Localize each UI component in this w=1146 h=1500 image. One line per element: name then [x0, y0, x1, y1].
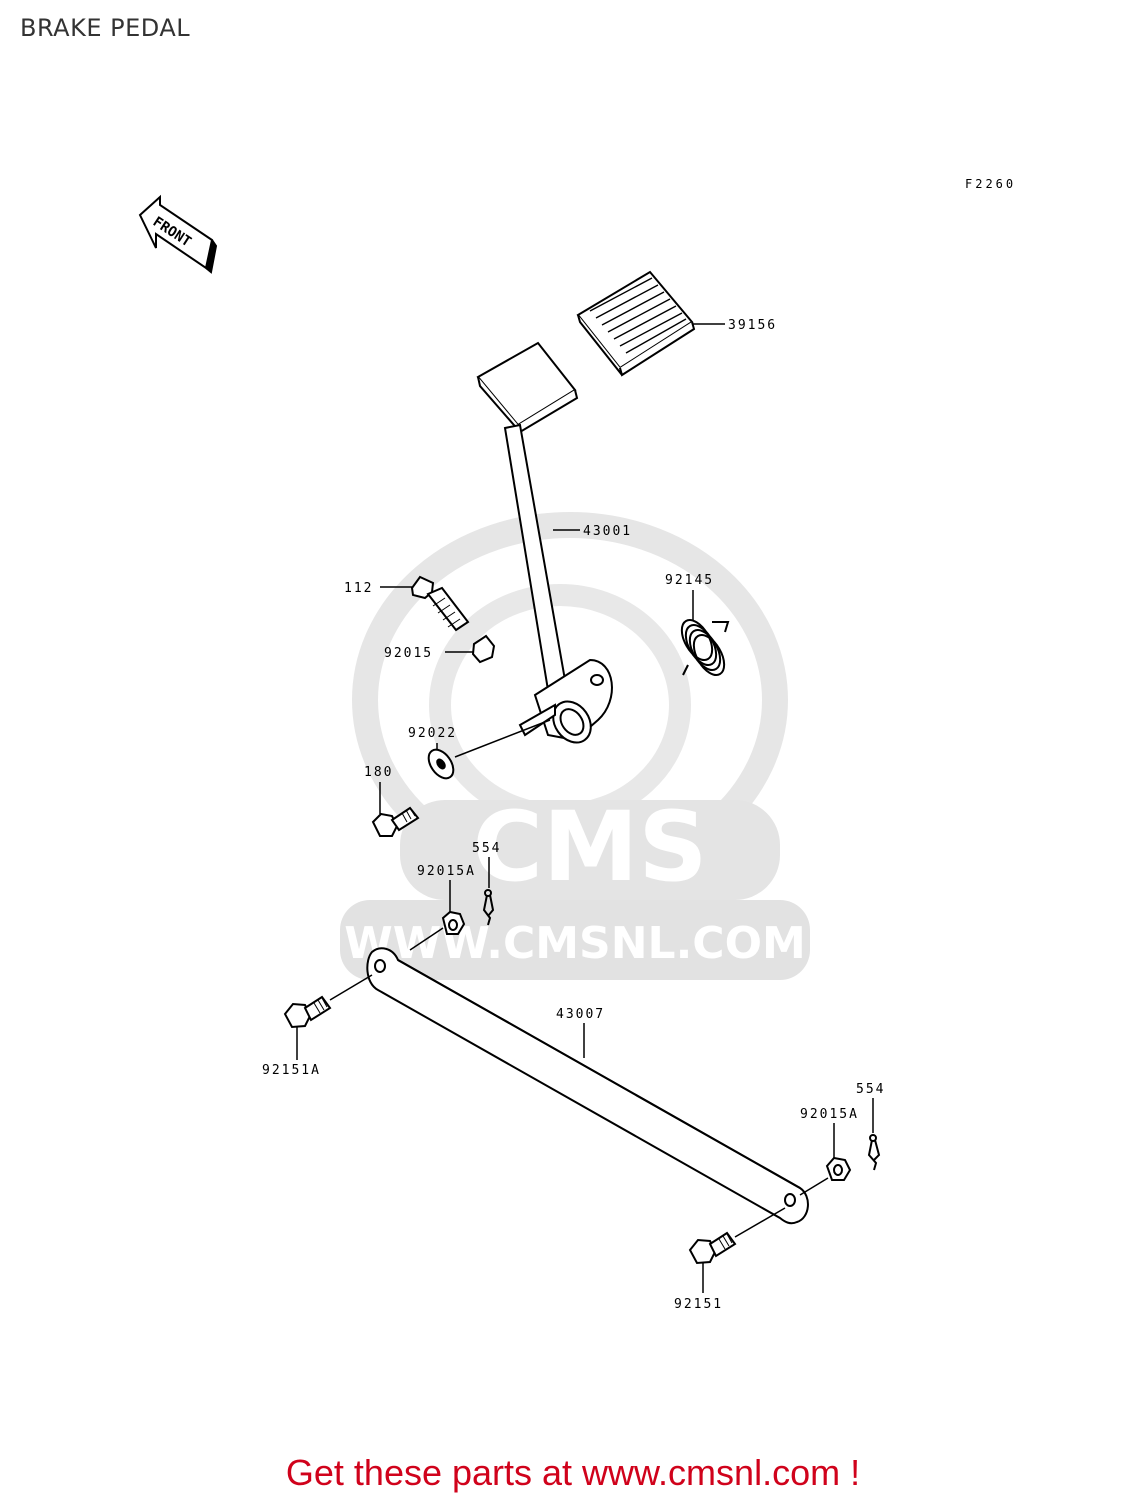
label-112: 112 — [344, 581, 373, 596]
bolt-112 — [410, 575, 470, 632]
watermark-brand: CMS — [472, 791, 707, 903]
page-title: BRAKE PEDAL — [20, 14, 191, 42]
label-39156: 39156 — [728, 318, 777, 333]
label-180: 180 — [364, 765, 393, 780]
spring-92145 — [680, 619, 730, 676]
pedal-rubber — [576, 270, 696, 377]
label-92151: 92151 — [674, 1297, 723, 1312]
label-92015: 92015 — [384, 646, 433, 661]
washer-92022 — [427, 748, 455, 780]
bolt-92151A — [283, 995, 332, 1029]
label-92015A-bottom: 92015A — [800, 1107, 859, 1122]
watermark-url: WWW.CMSNL.COM — [344, 918, 806, 969]
label-92022: 92022 — [408, 726, 457, 741]
bolt-92151 — [688, 1231, 737, 1265]
drawing-code: F2260 — [965, 177, 1017, 191]
get-parts-text[interactable]: Get these parts at www.cmsnl.com ! — [285, 1452, 861, 1493]
link-rod-43007 — [366, 947, 809, 1225]
clip-554-bottom — [867, 1134, 881, 1171]
get-parts-link[interactable]: Get these parts at www.cmsnl.com ! — [0, 1452, 1146, 1494]
nut-92015A-top — [441, 910, 466, 935]
nut-92015A-bottom — [825, 1156, 852, 1181]
bolt-180 — [371, 806, 420, 837]
label-92151A: 92151A — [262, 1063, 321, 1078]
nut-92015 — [471, 634, 496, 664]
cms-watermark: CMS WWW.CMSNL.COM — [340, 512, 810, 980]
brake-pedal-lever — [476, 341, 613, 744]
label-43007: 43007 — [556, 1007, 605, 1022]
label-92145: 92145 — [665, 573, 714, 588]
label-554-top: 554 — [472, 841, 501, 856]
front-arrow-icon: FRONT — [138, 194, 218, 274]
label-554-bottom: 554 — [856, 1082, 885, 1097]
clip-554-top — [482, 889, 495, 926]
label-43001: 43001 — [583, 524, 632, 539]
label-92015A-top: 92015A — [417, 864, 476, 879]
